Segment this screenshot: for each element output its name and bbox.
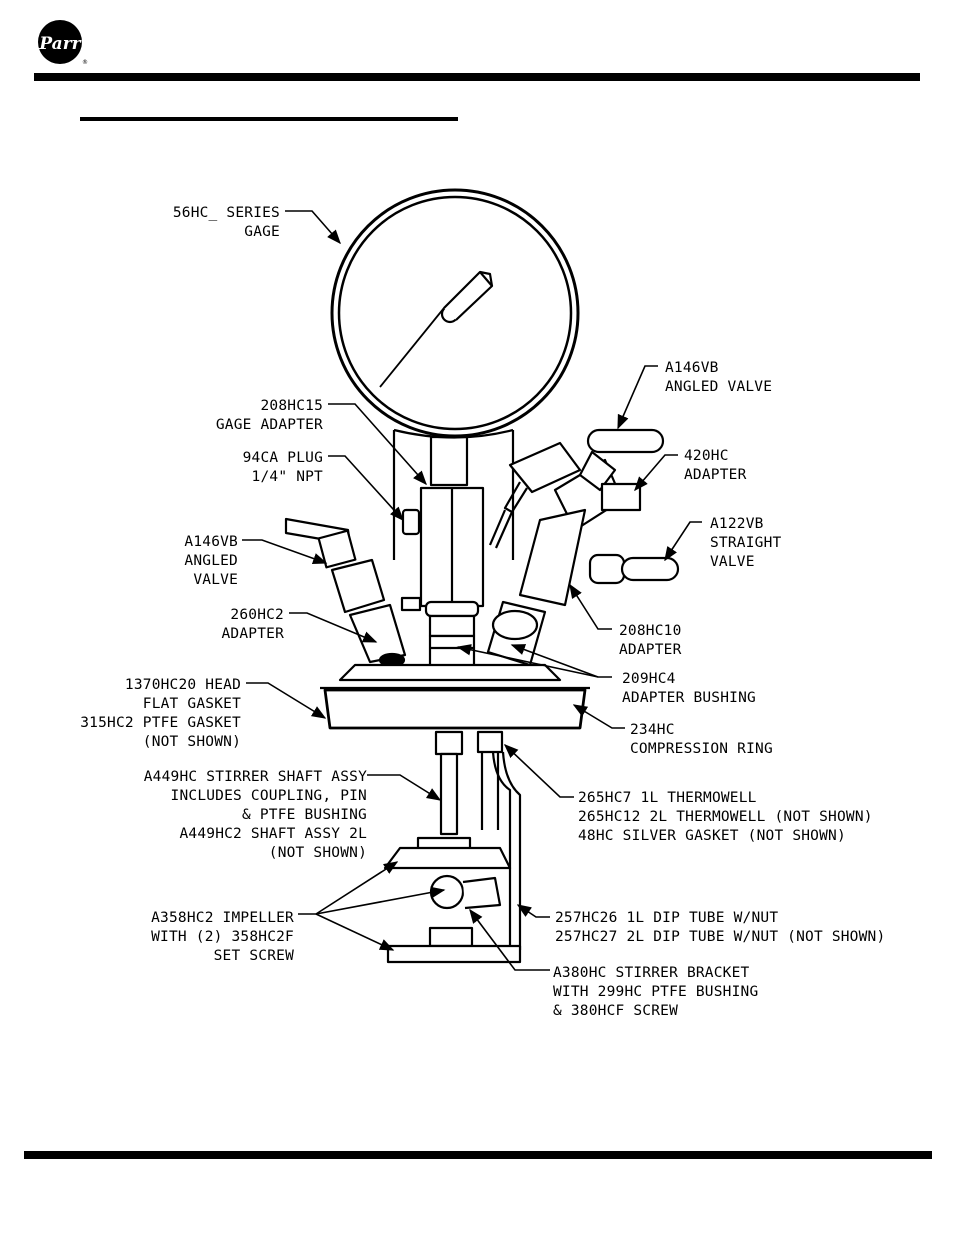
reactor-head [320,663,590,730]
parr-logo: Parr ® [36,18,88,68]
label-thermowell-3: 48HC SILVER GASKET (NOT SHOWN) [578,828,846,844]
small-fitting [400,596,422,612]
label-bushing-1: 209HC4 [622,671,676,687]
impeller [383,836,522,964]
label-260-1: 260HC2 [230,607,284,623]
footer-rule [24,1151,932,1159]
title-underline [80,117,458,121]
label-straight-valve-2: STRAIGHT [710,535,782,551]
label-shaft-4: A449HC2 SHAFT ASSY 2L [179,826,367,842]
label-bracket-1: A380HC STIRRER BRACKET [553,965,750,981]
label-left-valve-1: A146VB [184,534,238,550]
callout-labels: 56HC_ SERIES GAGE 208HC15 GAGE ADAPTER 9… [80,205,885,1019]
drawing [284,188,680,964]
label-impeller-1: A358HC2 IMPELLER [151,910,294,926]
label-bracket-3: & 380HCF SCREW [553,1003,678,1019]
label-shaft-2: INCLUDES COUPLING, PIN [171,788,367,804]
header-rule [34,73,920,81]
plug [401,508,421,536]
label-shaft-3: & PTFE BUSHING [242,807,367,823]
label-thermowell-1: 265HC7 1L THERMOWELL [578,790,757,806]
registered-mark: ® [82,59,88,66]
label-dip-tube-1: 257HC26 1L DIP TUBE W/NUT [555,910,778,926]
label-bracket-2: WITH 299HC PTFE BUSHING [553,984,758,1000]
label-head-1: 1370HC20 HEAD [125,677,241,693]
label-gage-1: 56HC_ SERIES [173,205,280,221]
label-shaft-5: (NOT SHOWN) [269,845,367,861]
left-angled-valve [284,517,407,668]
label-right-valve-2: ANGLED VALVE [665,379,772,395]
label-208-2: ADAPTER [619,642,682,658]
label-260-2: ADAPTER [221,626,284,642]
label-dip-tube-2: 257HC27 2L DIP TUBE W/NUT (NOT SHOWN) [555,929,885,945]
label-gage-2: GAGE [244,224,280,240]
stirrer-shaft [434,730,522,950]
label-impeller-2: WITH (2) 358HC2F [151,929,294,945]
gage-adapter [419,486,485,672]
label-shaft-1: A449HC STIRRER SHAFT ASSY [144,769,367,785]
label-plug-1: 94CA PLUG [243,450,323,466]
label-straight-valve-3: VALVE [710,554,755,570]
label-left-valve-2: ANGLED [184,553,238,569]
label-ring-1: 234HC [630,722,675,738]
label-thermowell-2: 265HC12 2L THERMOWELL (NOT SHOWN) [578,809,873,825]
label-gage-adapter-1: 208HC15 [260,398,323,414]
logo-text: Parr [38,34,81,54]
label-208-1: 208HC10 [619,623,682,639]
leader-lines [242,210,702,971]
label-right-valve-1: A146VB [665,360,719,376]
label-ring-2: COMPRESSION RING [630,741,773,757]
label-420-2: ADAPTER [684,467,747,483]
label-head-3: 315HC2 PTFE GASKET [80,715,241,731]
label-head-2: FLAT GASKET [143,696,241,712]
label-head-4: (NOT SHOWN) [143,734,241,750]
label-gage-adapter-2: GAGE ADAPTER [216,417,323,433]
label-420-1: 420HC [684,448,729,464]
right-valve-assembly [486,428,680,667]
label-straight-valve-1: A122VB [710,516,764,532]
pressure-gage [330,188,580,560]
label-left-valve-3: VALVE [193,572,238,588]
label-impeller-3: SET SCREW [214,948,294,964]
label-bushing-2: ADAPTER BUSHING [622,690,756,706]
label-plug-2: 1/4" NPT [252,469,324,485]
